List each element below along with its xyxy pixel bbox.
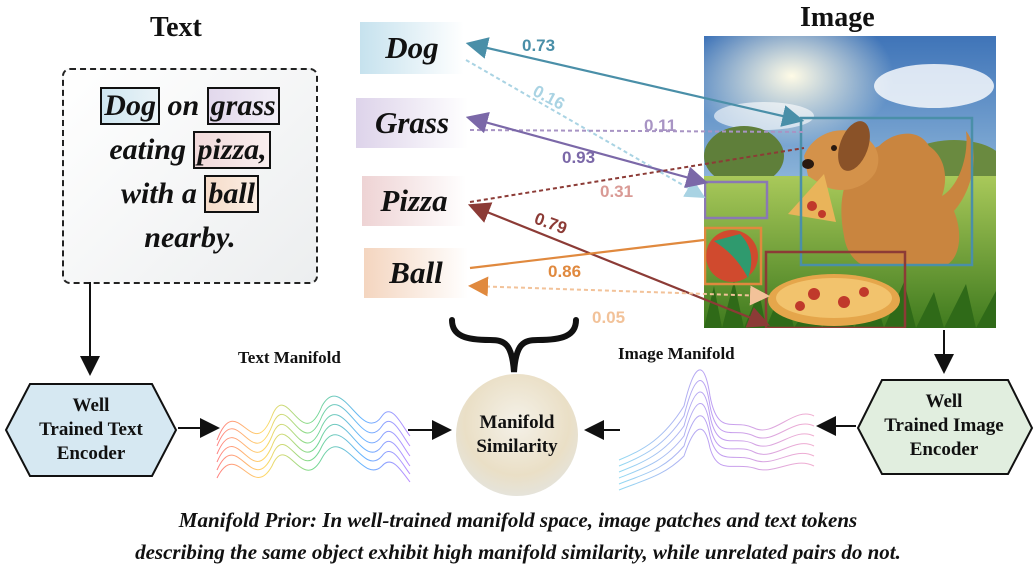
arrow-pizza-ball — [469, 147, 805, 203]
score-grass-grass: 0.11 — [644, 116, 677, 135]
score-ball-pizza: 0.05 — [592, 308, 626, 327]
image-encoder-line-3: Encoder — [909, 439, 979, 460]
text-encoder-line-2: Trained Text — [39, 419, 143, 440]
token-with-a: with a — [120, 177, 197, 210]
token-ball: ball — [204, 175, 260, 213]
text-encoder-line-3: Encoder — [56, 443, 126, 464]
text-title: Text — [150, 12, 202, 43]
image-encoder: Well Trained Image Encoder — [856, 378, 1032, 474]
word-dog: Dog — [360, 22, 464, 74]
image-encoder-line-1: Well — [925, 391, 963, 412]
score-pizza-ball: 0.31 — [600, 182, 634, 201]
word-pizza: Pizza — [362, 176, 466, 226]
similarity-line-2: Similarity — [476, 436, 558, 457]
image-title: Image — [800, 2, 875, 33]
score-dog-dog: 0.73 — [522, 36, 556, 55]
token-on: on — [167, 89, 200, 122]
score-grass-dog: 0.93 — [562, 148, 596, 167]
token-dog: Dog — [100, 87, 160, 125]
image-encoder-line-2: Trained Image — [884, 415, 1004, 436]
manifold-similarity-node: Manifold Similarity — [456, 374, 578, 496]
text-encoder-line-1: Well — [72, 395, 110, 416]
text-encoder-hexagon — [4, 383, 178, 477]
word-grass: Grass — [356, 98, 468, 148]
sentence: Dog on grass eating pizza, with a ball n… — [64, 84, 316, 260]
text-manifold-surface — [216, 381, 411, 496]
token-nearby: nearby. — [144, 221, 236, 254]
image-manifold-label: Image Manifold — [618, 344, 735, 363]
caption-line-1: Manifold Prior: In well-trained manifold… — [178, 508, 858, 532]
text-manifold-label: Text Manifold — [238, 348, 341, 367]
score-ball-ball: 0.86 — [548, 262, 582, 281]
token-pizza: pizza, — [193, 131, 271, 169]
arrow-ball-ball — [469, 238, 705, 270]
token-eating: eating — [109, 133, 186, 166]
sentence-box: Dog on grass eating pizza, with a ball n… — [62, 68, 318, 284]
arrow-ball-pizza — [468, 276, 770, 306]
token-grass: grass — [206, 87, 280, 125]
word-ball: Ball — [364, 248, 468, 298]
brace-icon — [449, 317, 579, 373]
arrow-pizza-pizza — [467, 202, 771, 328]
image-encoder-hexagon — [856, 379, 1034, 475]
caption-line-2: describing the same object exhibit high … — [135, 540, 901, 564]
similarity-line-1: Manifold — [479, 412, 555, 433]
arrow-dog-dog — [465, 37, 805, 127]
text-encoder: Well Trained Text Encoder — [6, 382, 176, 478]
image-manifold-surface — [618, 366, 815, 492]
region-dog-box — [799, 116, 974, 267]
